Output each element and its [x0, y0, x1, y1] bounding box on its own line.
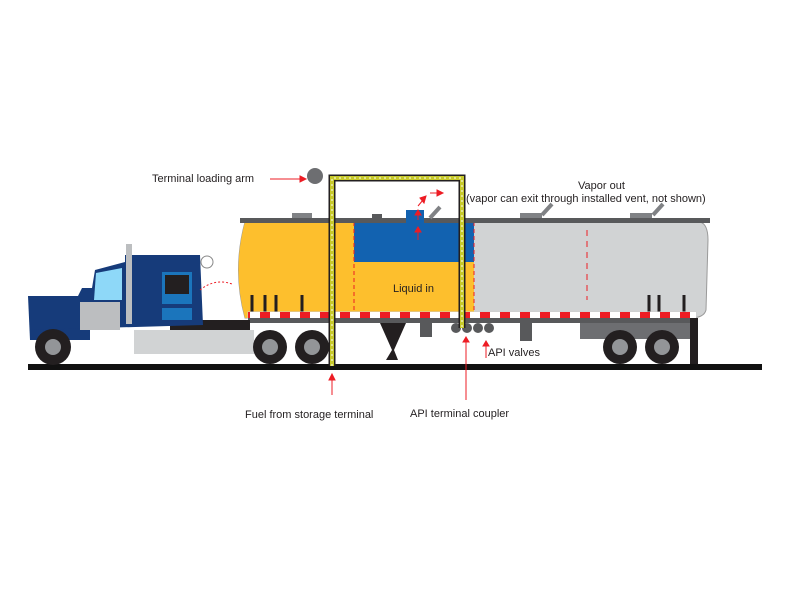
reflective-stripe — [248, 312, 696, 318]
label-api-valves: API valves — [488, 347, 540, 359]
loading-arm — [307, 168, 466, 366]
label-vapor-note: (vapor can exit through installed vent, … — [466, 193, 706, 205]
label-liquid-in: Liquid in — [393, 283, 434, 295]
truck-tractor — [28, 244, 254, 354]
trailer-wheels — [603, 330, 679, 364]
label-fuel-from: Fuel from storage terminal — [245, 409, 374, 421]
ground-line — [28, 364, 762, 370]
truck-wheels — [35, 329, 329, 365]
flow-arrows — [270, 175, 490, 400]
label-vapor-out: Vapor out — [578, 180, 625, 192]
label-loading-arm: Terminal loading arm — [152, 173, 255, 185]
api-valves — [451, 323, 494, 333]
tank-trailer — [238, 202, 710, 319]
label-api-coupler: API terminal coupler — [410, 408, 510, 420]
